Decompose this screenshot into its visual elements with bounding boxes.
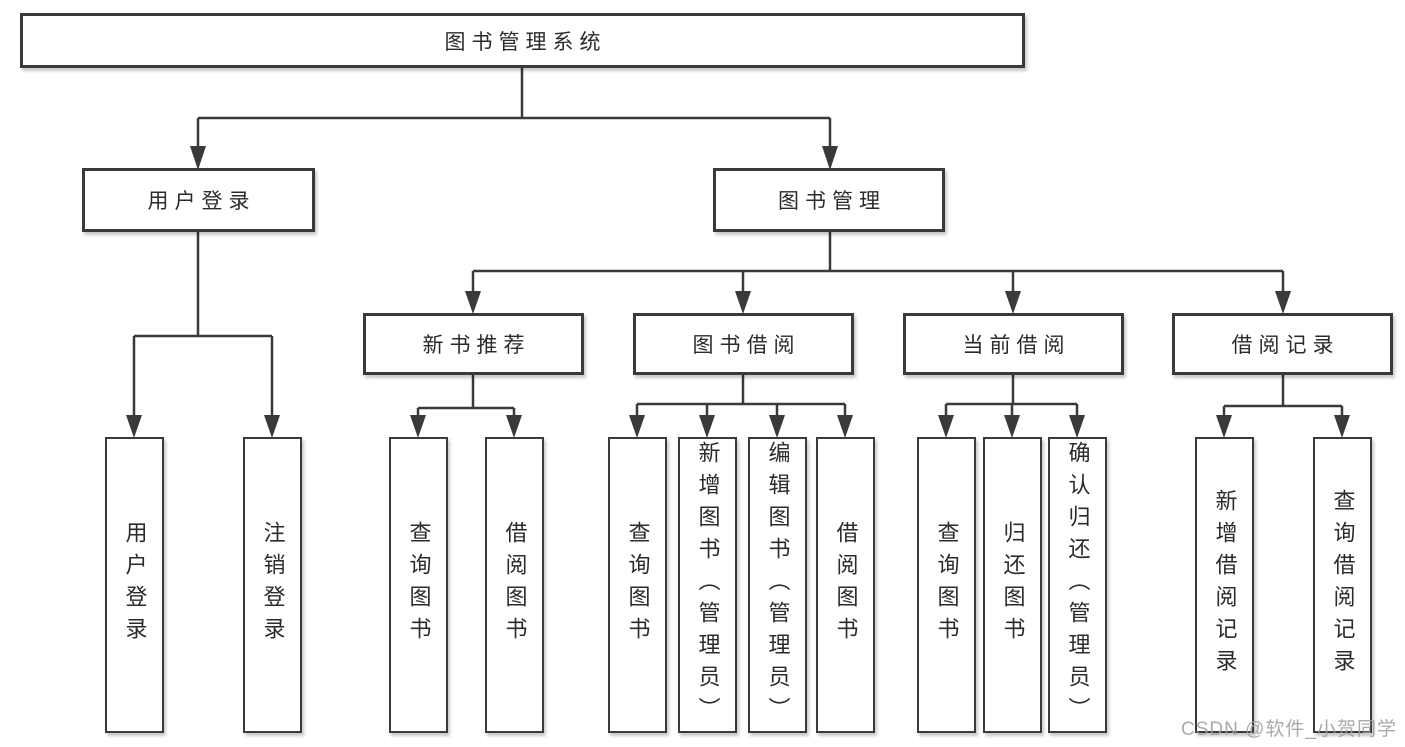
leaf-query-books-recommend-label: 查询图书 <box>406 521 432 649</box>
leaf-user-login: 用户登录 <box>105 437 164 733</box>
node-library-management-system: 图书管理系统 <box>20 13 1025 68</box>
leaf-query-books-borrow-label: 查询图书 <box>625 521 651 649</box>
leaf-user-login-label: 用户登录 <box>122 521 148 649</box>
node-current-borrowing: 当前借阅 <box>903 313 1124 375</box>
leaf-return-books: 归还图书 <box>983 437 1042 733</box>
leaf-confirm-return-admin-label: 确认归还（管理员） <box>1065 441 1091 729</box>
node-borrowing-records: 借阅记录 <box>1172 313 1393 375</box>
leaf-query-books-borrow: 查询图书 <box>608 437 667 733</box>
leaf-add-borrow-record: 新增借阅记录 <box>1195 437 1254 733</box>
leaf-edit-book-admin: 编辑图书（管理员） <box>748 437 807 733</box>
leaf-confirm-return-admin: 确认归还（管理员） <box>1048 437 1107 733</box>
node-user-login: 用户登录 <box>82 168 315 232</box>
leaf-add-book-admin: 新增图书（管理员） <box>678 437 737 733</box>
leaf-add-book-admin-label: 新增图书（管理员） <box>695 441 721 729</box>
leaf-borrow-books-borrow-label: 借阅图书 <box>833 521 859 649</box>
leaf-query-books-recommend: 查询图书 <box>389 437 448 733</box>
leaf-query-books-current: 查询图书 <box>917 437 976 733</box>
leaf-borrow-books-borrow: 借阅图书 <box>816 437 875 733</box>
leaf-logout-label: 注销登录 <box>260 521 286 649</box>
leaf-query-borrow-record: 查询借阅记录 <box>1313 437 1372 733</box>
watermark: CSDN @软件_小贺同学 <box>1181 719 1397 740</box>
leaf-add-borrow-record-label: 新增借阅记录 <box>1212 489 1238 681</box>
node-new-book-recommendation: 新书推荐 <box>363 313 584 375</box>
leaf-edit-book-admin-label: 编辑图书（管理员） <box>765 441 791 729</box>
leaf-borrow-books-recommend-label: 借阅图书 <box>502 521 528 649</box>
node-book-management: 图书管理 <box>713 168 945 232</box>
leaf-query-books-current-label: 查询图书 <box>934 521 960 649</box>
leaf-logout: 注销登录 <box>243 437 302 733</box>
node-book-borrowing: 图书借阅 <box>633 313 854 375</box>
leaf-query-borrow-record-label: 查询借阅记录 <box>1330 489 1356 681</box>
leaf-return-books-label: 归还图书 <box>1000 521 1026 649</box>
leaf-borrow-books-recommend: 借阅图书 <box>485 437 544 733</box>
